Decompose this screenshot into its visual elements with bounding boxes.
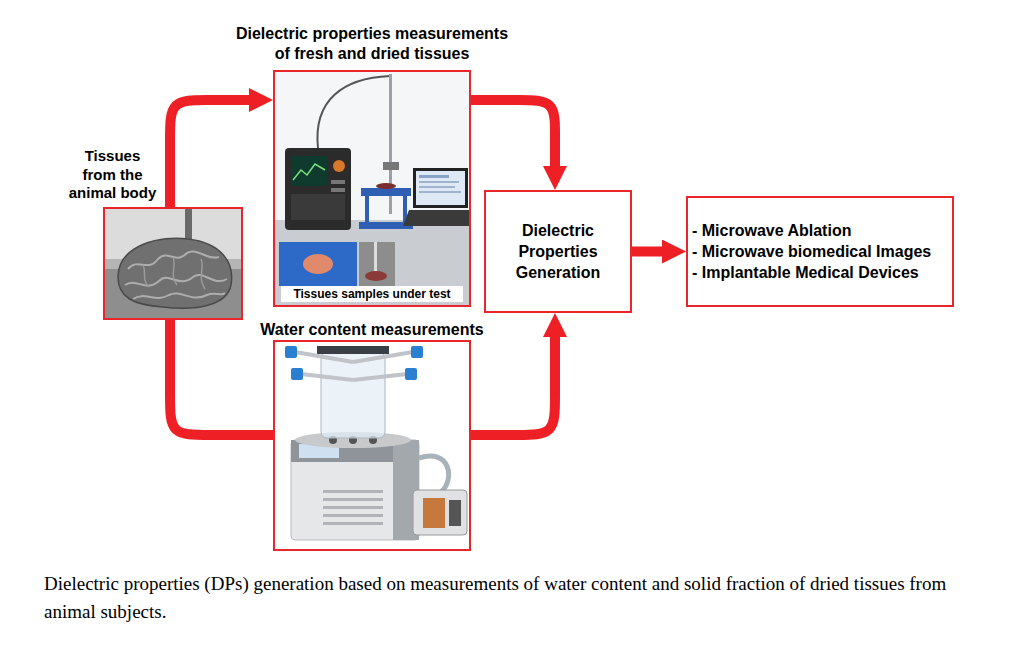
measurement-setup-photo <box>273 70 471 220</box>
freeze-dryer-photo <box>285 346 297 358</box>
freeze-dryer-photo <box>353 374 407 380</box>
freeze-dryer-photo <box>295 352 353 362</box>
freeze-dryer-photo <box>413 490 467 535</box>
freeze-dryer-photo <box>291 368 303 380</box>
measurement-setup-photo <box>413 168 468 208</box>
box-heading: Dielectric properties measurements of fr… <box>232 24 512 64</box>
measurement-setup-photo <box>361 188 411 196</box>
measurement-setup-photo <box>273 70 471 307</box>
flow-arrow <box>471 100 555 166</box>
freeze-dryer-photo <box>323 498 383 501</box>
freeze-dryer-photo <box>405 368 417 380</box>
freeze-dryer-photo <box>291 440 419 540</box>
process-box: Dielectric Properties Generation <box>484 190 632 313</box>
freeze-dryer-photo <box>323 522 383 525</box>
measurement-setup-photo <box>365 196 369 224</box>
freeze-dryer-photo <box>353 352 413 362</box>
measurement-setup-photo <box>374 242 377 272</box>
process-box: - Microwave Ablation- Microwave biomedic… <box>686 196 954 307</box>
measurement-setup-photo <box>333 160 345 172</box>
box-text: Tissues samples under test <box>281 286 463 302</box>
measurement-setup-photo <box>291 156 327 186</box>
box-text: - Implantable Medical Devices <box>692 262 919 283</box>
freeze-dryer-photo <box>449 500 461 526</box>
image-box: Water content measurements <box>273 340 471 551</box>
measurement-setup-photo <box>293 164 325 180</box>
measurement-setup-photo <box>291 194 345 220</box>
measurement-setup-photo <box>376 183 396 189</box>
brain-photo <box>143 257 205 289</box>
measurement-setup-photo <box>359 242 395 286</box>
measurement-setup-photo <box>419 191 461 193</box>
freeze-dryer-photo <box>423 498 445 528</box>
freeze-dryer-photo <box>273 340 471 551</box>
measurement-setup-photo <box>403 210 471 226</box>
flow-arrow <box>632 247 662 257</box>
measurement-setup-photo <box>365 271 387 281</box>
brain-photo <box>103 207 243 320</box>
freeze-dryer-photo <box>323 506 383 509</box>
figure-caption: Dielectric properties (DPs) generation b… <box>44 570 979 626</box>
measurement-setup-photo <box>331 188 345 192</box>
flow-arrow <box>170 100 249 207</box>
freeze-dryer-photo <box>301 374 353 380</box>
measurement-setup-photo <box>416 171 465 205</box>
measurement-setup-photo <box>285 148 351 230</box>
measurement-setup-photo <box>303 254 333 274</box>
freeze-dryer-photo <box>323 514 383 517</box>
measurement-setup-photo <box>273 220 471 307</box>
measurement-setup-photo <box>331 180 345 184</box>
measurement-setup-photo <box>273 70 471 307</box>
image-box: Dielectric properties measurements of fr… <box>273 70 471 307</box>
box-heading: Tissues from the animal body <box>67 147 158 203</box>
image-box: Tissues from the animal body <box>103 207 243 320</box>
measurement-setup-photo <box>317 76 390 148</box>
brain-photo <box>103 207 243 320</box>
freeze-dryer-photo <box>411 346 423 358</box>
flow-arrow <box>170 320 273 435</box>
freeze-dryer-photo <box>419 456 449 492</box>
brain-photo <box>133 293 225 299</box>
freeze-dryer-photo <box>321 352 385 438</box>
brain-photo <box>118 238 232 308</box>
box-text: Dielectric Properties Generation <box>490 220 626 283</box>
flow-arrow <box>471 337 555 435</box>
freeze-dryer-photo <box>317 346 389 354</box>
measurement-setup-photo <box>279 242 357 286</box>
box-text: - Microwave biomedical Images <box>692 241 931 262</box>
measurement-setup-photo <box>419 175 449 178</box>
measurement-setup-photo <box>419 186 455 188</box>
box-text: - Microwave Ablation <box>692 220 851 241</box>
measurement-setup-photo <box>419 181 459 183</box>
freeze-dryer-photo <box>323 490 383 493</box>
box-heading: Water content measurements <box>260 321 483 339</box>
measurement-setup-photo <box>383 162 399 170</box>
freeze-dryer-photo <box>273 340 471 551</box>
